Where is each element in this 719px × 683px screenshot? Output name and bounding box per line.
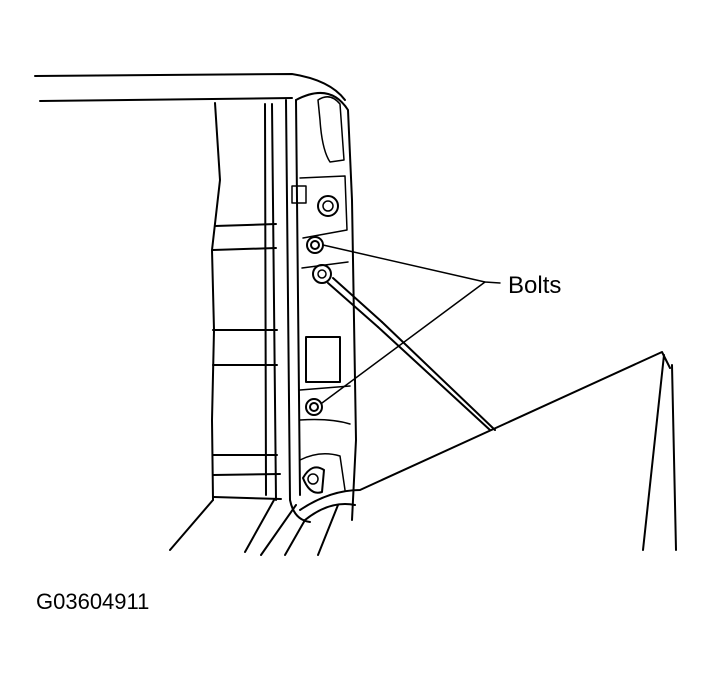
figure-id-label: G03604911 <box>36 589 149 614</box>
bolt-lower <box>305 398 323 416</box>
callout-leaders <box>321 244 501 404</box>
pillar-panel <box>285 92 357 523</box>
tailgate <box>169 351 677 556</box>
support-cable <box>312 264 496 431</box>
bed-side-panel <box>211 102 282 501</box>
bolt-upper <box>306 236 324 254</box>
bolts-callout-label: Bolts <box>508 272 561 299</box>
bed-top-edge <box>34 73 346 102</box>
